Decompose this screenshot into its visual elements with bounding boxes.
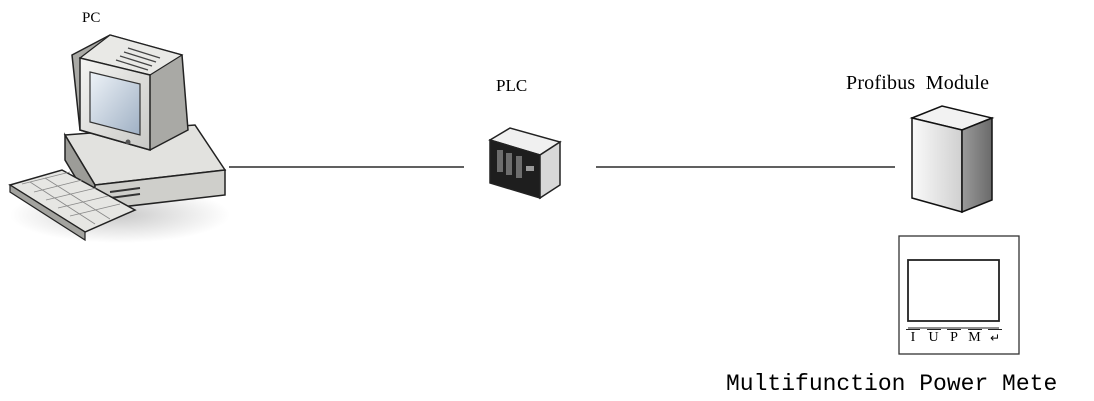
meter-button-p: P <box>947 329 961 347</box>
server-box-icon <box>909 105 995 214</box>
meter-button-enter: ↵ <box>988 329 1002 345</box>
plc-label: PLC <box>496 76 528 95</box>
profibus-module-label: Profibus Module <box>846 72 990 94</box>
meter-button-m: M <box>967 329 982 345</box>
meter-button-u: U <box>926 329 941 345</box>
meter-button-i: I <box>906 329 920 347</box>
desktop-computer-icon <box>8 34 230 243</box>
meter-button-row: I U P M ↵ <box>906 329 1002 347</box>
pc-label: PC <box>82 10 101 26</box>
power-meter-icon <box>898 235 1020 355</box>
power-meter-label: Multifunction Power Mete <box>726 371 1058 397</box>
plc-tower-icon <box>488 127 562 200</box>
